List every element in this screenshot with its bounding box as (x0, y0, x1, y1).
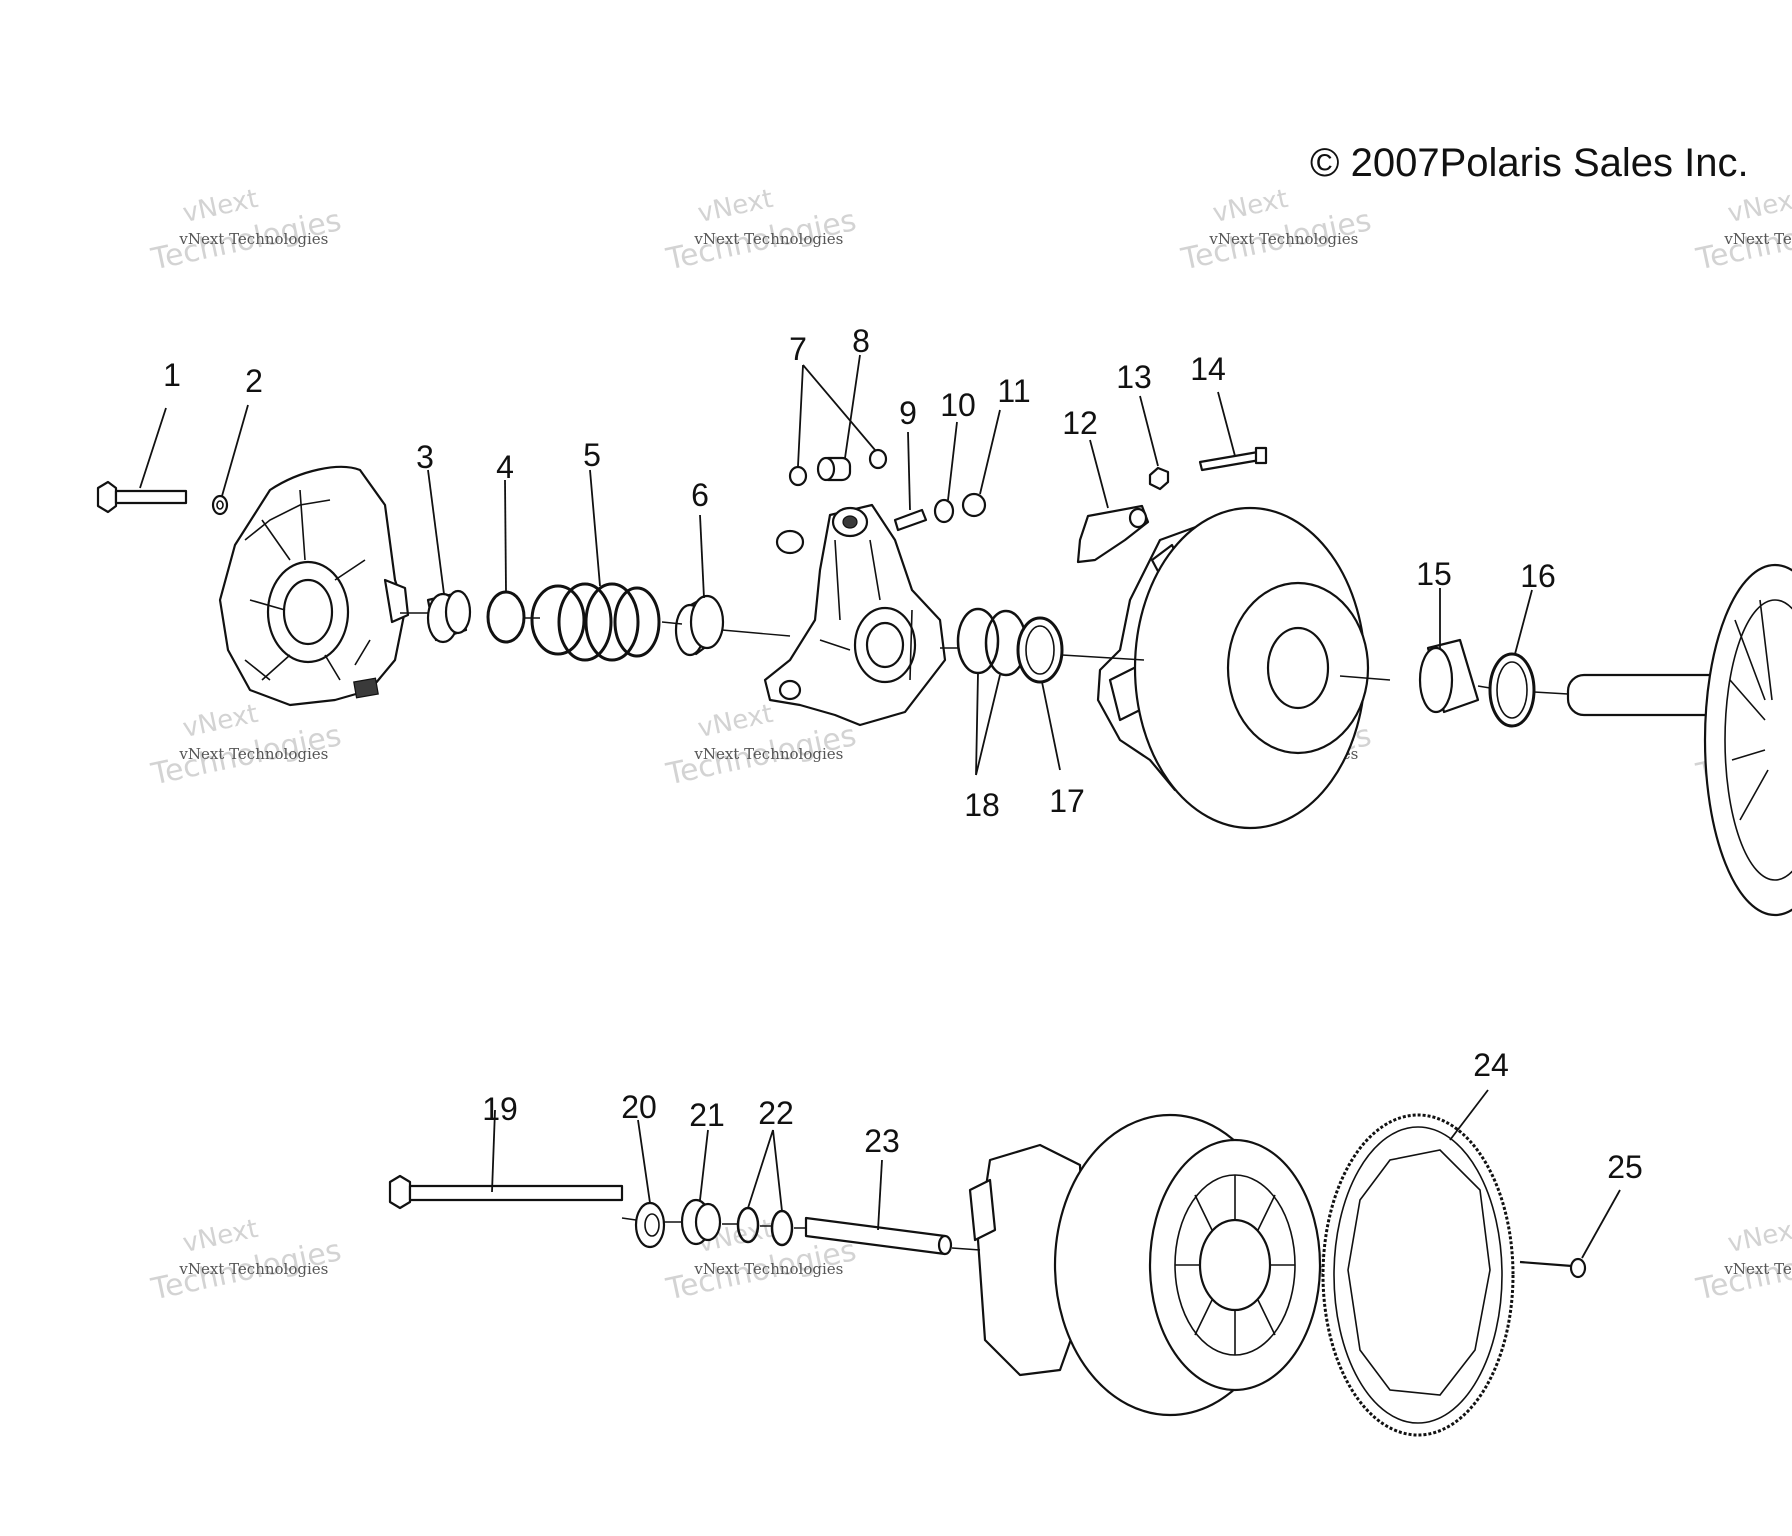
callout-2: 2 (245, 363, 263, 399)
part-22-ring-b (770, 1209, 794, 1247)
lower-assembly (388, 1113, 1587, 1437)
part-13-nut (1148, 466, 1170, 491)
part-23-sleeve (804, 1216, 953, 1256)
callout-20: 20 (621, 1089, 657, 1125)
callout-3: 3 (416, 439, 434, 475)
copyright-notice: © 2007Polaris Sales Inc. (1310, 141, 1749, 185)
watermark-caption: vNext Technologies (178, 745, 328, 763)
callout-24: 24 (1473, 1047, 1509, 1083)
callout-17: 17 (1049, 783, 1085, 819)
callout-4: 4 (496, 449, 514, 485)
callout-18: 18 (964, 787, 1000, 823)
callout-15: 15 (1416, 556, 1452, 592)
callout-21: 21 (689, 1097, 725, 1133)
watermark-caption: vNext Technologies (693, 1260, 843, 1278)
clutch-assembly (968, 1113, 1322, 1417)
part-15-bushing (1418, 638, 1480, 714)
part-25-screw (1519, 1257, 1587, 1279)
spider-cover (218, 465, 410, 707)
part-16-ring (1488, 652, 1536, 728)
watermark-caption: vNext Technologies (1723, 1260, 1792, 1278)
part-20-lockwasher (634, 1201, 666, 1249)
part-24-ring-gear (1321, 1113, 1515, 1437)
callout-23: 23 (864, 1123, 900, 1159)
upper-axis-line (400, 612, 1569, 695)
spider (763, 503, 947, 727)
part-12-flyweight (1076, 504, 1150, 564)
callout-11: 11 (997, 373, 1030, 409)
moveable-sheave (1096, 506, 1370, 830)
callout-14: 14 (1190, 351, 1226, 387)
callout-13: 13 (1116, 359, 1152, 395)
part-19-bolt (388, 1174, 624, 1210)
leader-lines (139, 354, 1621, 1259)
callout-1: 1 (163, 357, 181, 393)
callout-9: 9 (899, 395, 917, 431)
callout-12: 12 (1062, 405, 1098, 441)
callout-6: 6 (691, 477, 709, 513)
watermark-line1: vNext (1725, 1214, 1792, 1259)
part-21-bushing (680, 1198, 722, 1246)
part-2-washer (211, 494, 229, 516)
watermark-caption: vNext Technologies (693, 230, 843, 248)
part-6-button (674, 594, 725, 657)
part-4-snap-ring (486, 590, 526, 644)
watermark-caption: vNext Technologies (178, 1260, 328, 1278)
watermark-caption: vNext Technologies (693, 745, 843, 763)
callout-19: 19 (482, 1091, 518, 1127)
part-14-bolt (1198, 446, 1268, 472)
callout-10: 10 (940, 387, 976, 423)
spider-roller (775, 529, 805, 555)
callout-5: 5 (583, 437, 601, 473)
part-10-washer (933, 498, 955, 524)
part-11-bushing (961, 492, 987, 518)
watermark-caption: vNext Technologies (178, 230, 328, 248)
part-7-washer-a (788, 465, 808, 487)
part-9-pin (893, 508, 928, 532)
callout-16: 16 (1520, 558, 1556, 594)
part-8-roller (816, 456, 852, 482)
part-1-bolt (96, 480, 188, 514)
callout-22: 22 (758, 1095, 794, 1131)
part-3-bushing (426, 589, 472, 644)
lower-axis-line (621, 1217, 981, 1251)
upper-assembly (96, 446, 1792, 917)
callout-8: 8 (852, 323, 870, 359)
part-7-washer-b (868, 448, 888, 470)
fixed-sheave (1566, 563, 1792, 917)
watermark-line1: vNext (1725, 184, 1792, 229)
callout-25: 25 (1607, 1149, 1643, 1185)
callout-labels: 1 2 3 4 5 6 7 8 9 10 11 12 13 14 15 16 1… (163, 323, 1643, 1185)
part-17-ring (1016, 616, 1064, 684)
callout-7: 7 (789, 331, 807, 367)
part-5-spring (530, 582, 661, 662)
watermark-caption: vNext Technologies (1208, 230, 1358, 248)
watermark-caption: vNext Technologies (1723, 230, 1792, 248)
